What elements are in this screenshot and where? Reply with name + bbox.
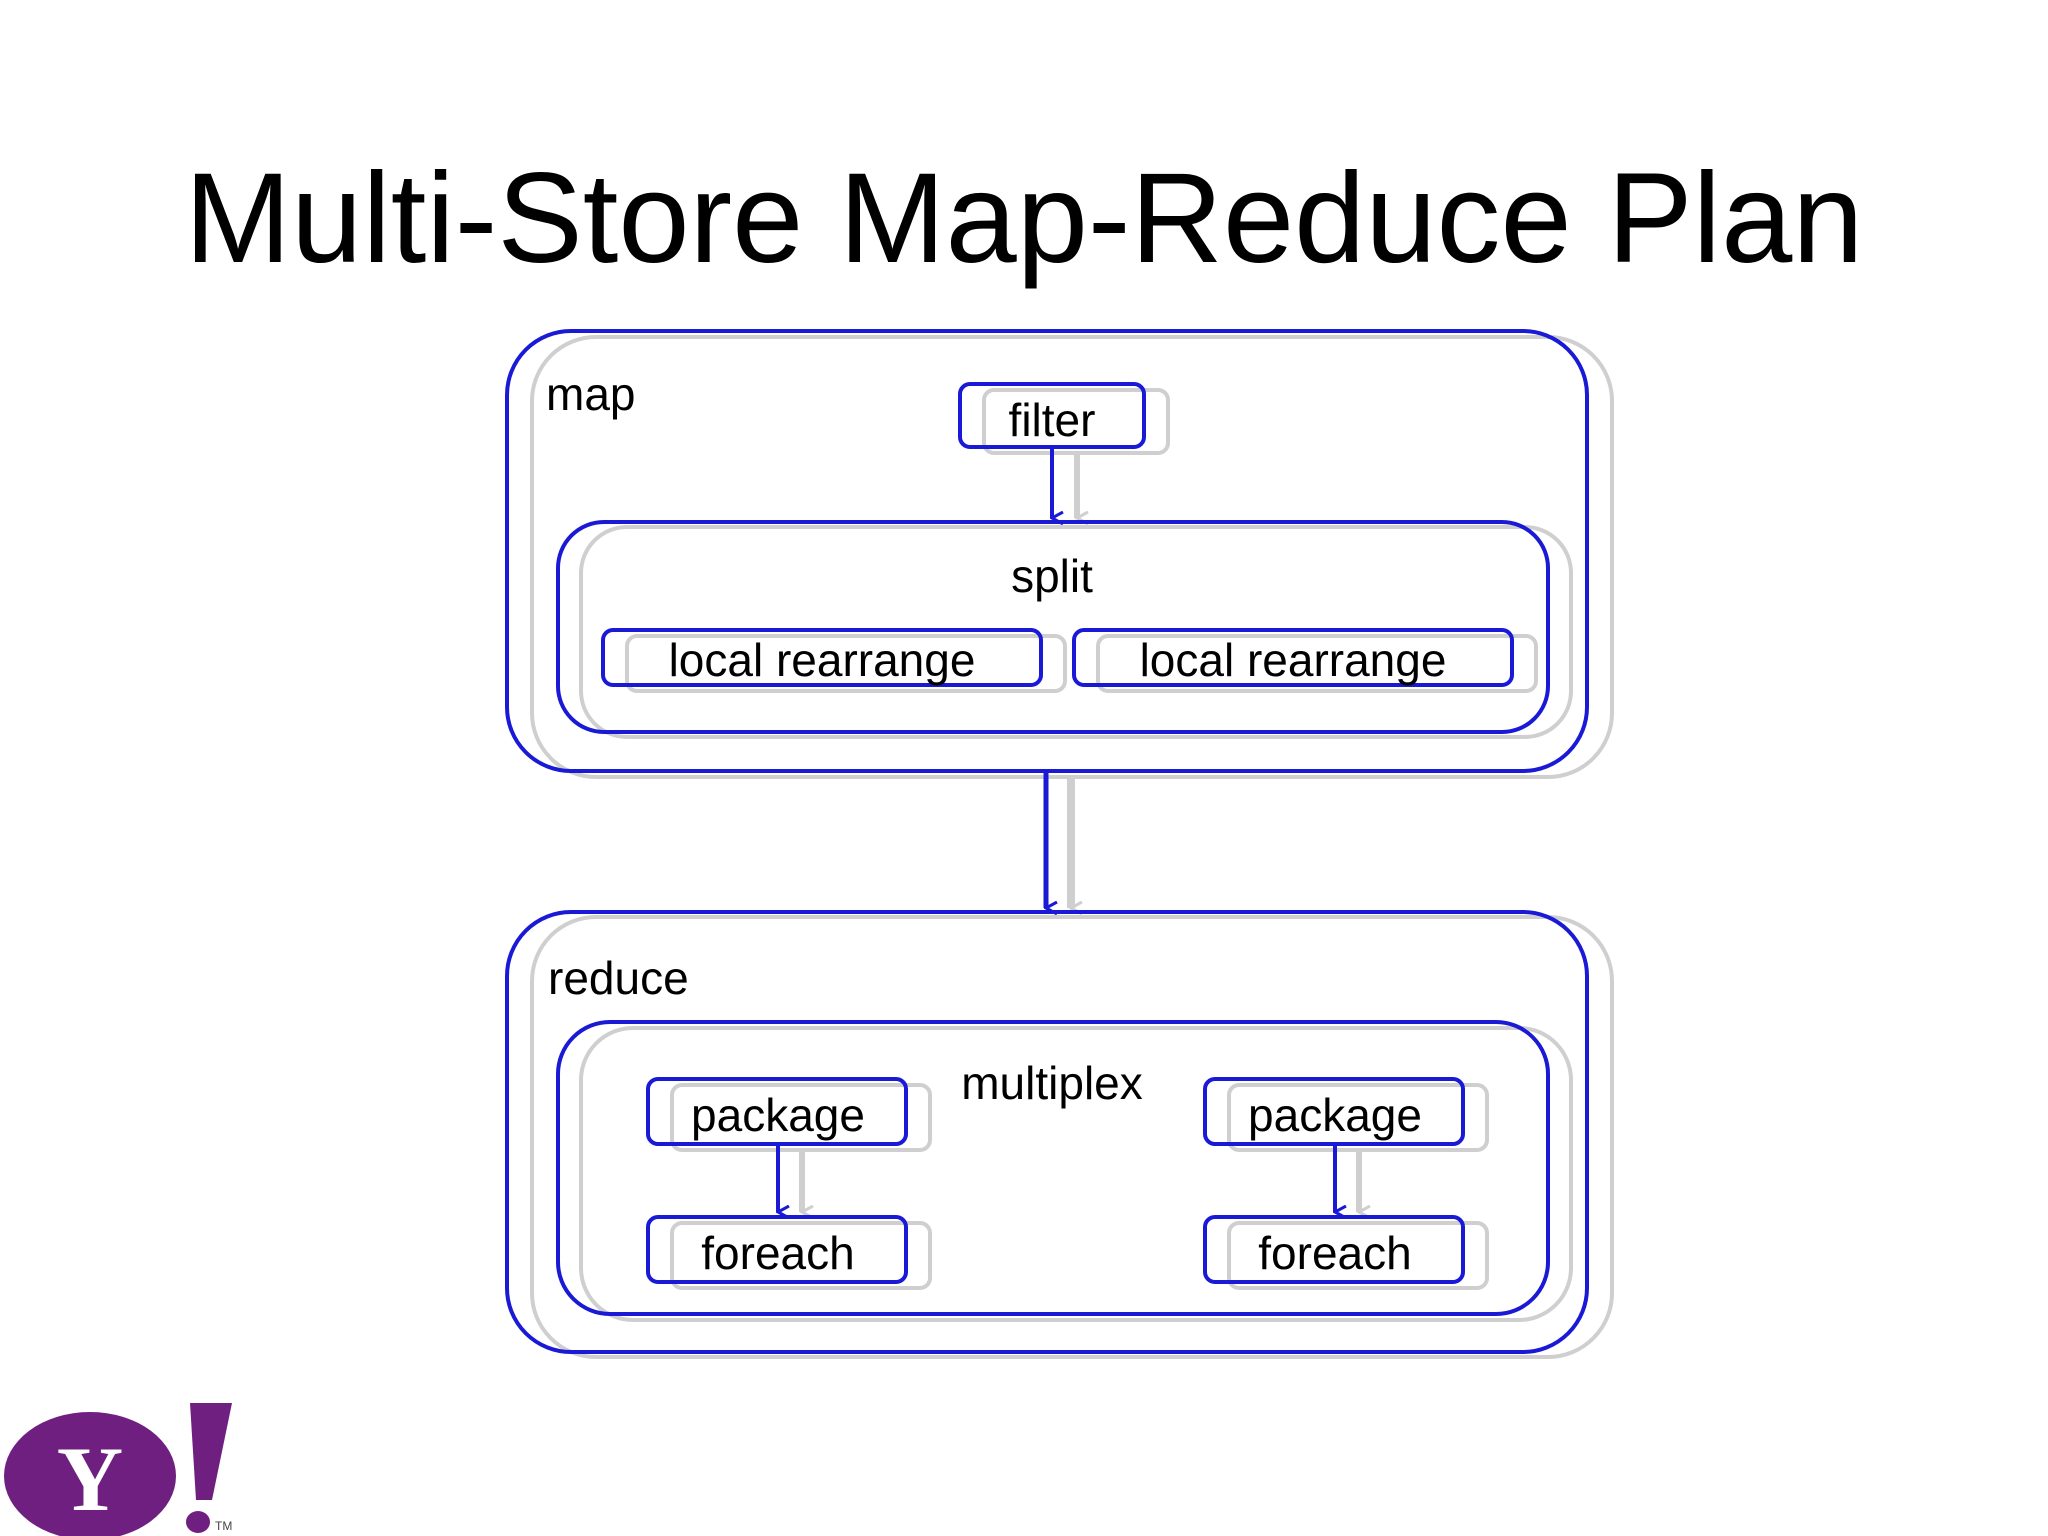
multiplex-box: [556, 1020, 1550, 1316]
filter-node: filter: [958, 382, 1170, 455]
local-rearrange-right-label: local rearrange: [1140, 634, 1447, 686]
local-rearrange-right-shadow: [1096, 634, 1538, 693]
map-stage: map filter split local rearrange: [505, 329, 1614, 779]
split-node: split local rearrange local rearrange: [556, 520, 1573, 739]
map-label: map: [546, 368, 635, 420]
foreach-left-box: [646, 1215, 908, 1284]
local-rearrange-right-box: [1072, 628, 1514, 687]
local-rearrange-left-box: [601, 628, 1043, 687]
local-rearrange-left-label: local rearrange: [669, 634, 976, 686]
foreach-right-node: foreach: [1203, 1215, 1489, 1290]
yahoo-logo-circle: [4, 1412, 176, 1536]
multiplex-box-shadow: [579, 1026, 1573, 1322]
yahoo-logo-tm: TM: [215, 1519, 232, 1533]
yahoo-logo: Y TM: [4, 1403, 232, 1536]
slide-title: Multi-Store Map-Reduce Plan: [184, 147, 1864, 290]
split-label: split: [1011, 550, 1093, 602]
package-left-shadow: [670, 1083, 932, 1152]
split-box: [556, 520, 1550, 734]
foreach-right-label: foreach: [1258, 1227, 1411, 1279]
reduce-label: reduce: [548, 952, 689, 1004]
foreach-right-shadow: [1227, 1221, 1489, 1290]
filter-box: [958, 382, 1146, 449]
yahoo-logo-letter: Y: [57, 1428, 123, 1530]
package-left-node: package: [646, 1077, 932, 1152]
package-right-label: package: [1248, 1089, 1422, 1141]
multiplex-node: multiplex package foreach: [556, 1020, 1573, 1322]
foreach-right-box: [1203, 1215, 1465, 1284]
filter-label: filter: [1009, 394, 1096, 446]
reduce-box-shadow: [530, 915, 1614, 1359]
foreach-left-node: foreach: [646, 1215, 932, 1290]
local-rearrange-right-node: local rearrange: [1072, 628, 1538, 693]
reduce-stage: reduce multiplex package foreach: [505, 910, 1614, 1359]
reduce-box: [505, 910, 1589, 1354]
package-left-label: package: [691, 1089, 865, 1141]
local-rearrange-left-node: local rearrange: [601, 628, 1067, 693]
multiplex-label: multiplex: [961, 1057, 1143, 1109]
split-box-shadow: [579, 525, 1573, 739]
yahoo-logo-exclaim-stroke: [190, 1403, 232, 1500]
yahoo-logo-exclaim-dot: [186, 1511, 210, 1533]
package-right-box: [1203, 1077, 1465, 1146]
local-rearrange-left-shadow: [625, 634, 1067, 693]
foreach-left-shadow: [670, 1221, 932, 1290]
package-right-node: package: [1203, 1077, 1489, 1152]
package-left-box: [646, 1077, 908, 1146]
foreach-left-label: foreach: [701, 1227, 854, 1279]
package-right-shadow: [1227, 1083, 1489, 1152]
filter-box-shadow: [982, 388, 1170, 455]
